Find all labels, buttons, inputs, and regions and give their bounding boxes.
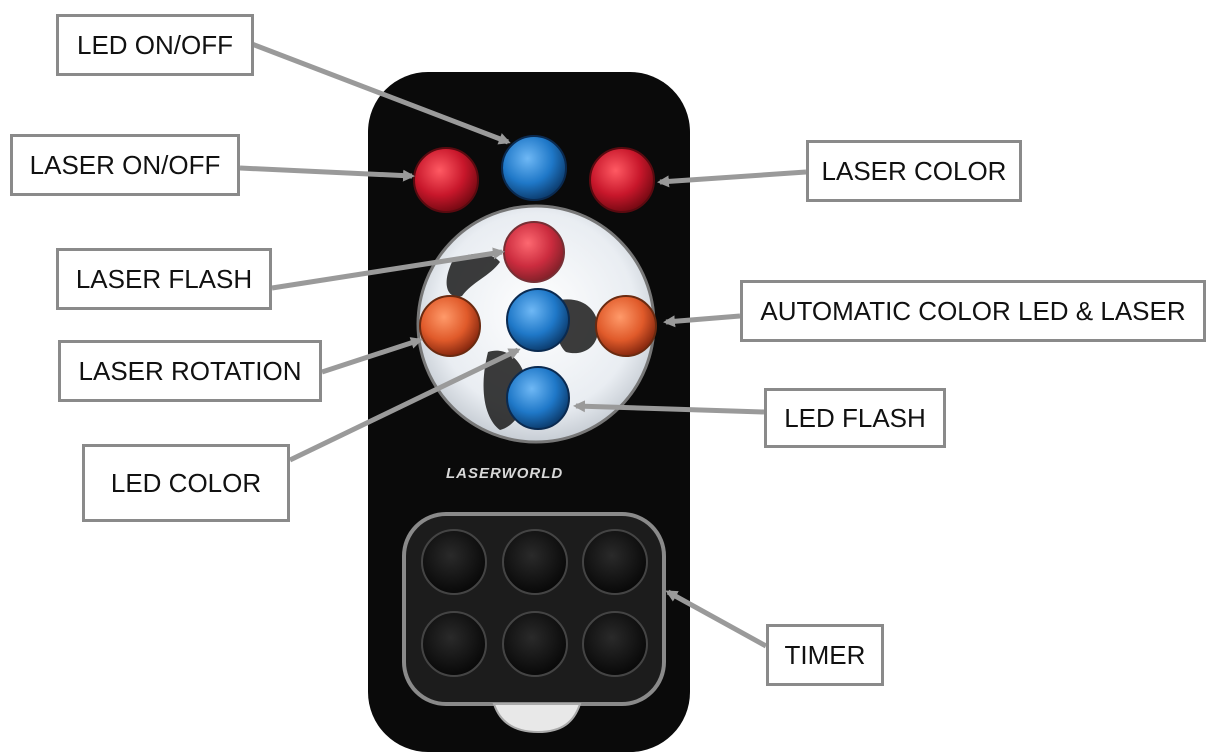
label-laser-rotation-text: LASER ROTATION	[78, 355, 302, 386]
label-laser-color: LASER COLOR	[806, 140, 1022, 202]
label-laser-on-off-text: LASER ON/OFF	[29, 149, 221, 180]
laser-rotation-button[interactable]	[419, 295, 481, 357]
label-timer-text: TIMER	[784, 639, 866, 670]
led-on-off-button[interactable]	[501, 135, 567, 201]
arrow-auto-color	[663, 313, 741, 328]
timer-button[interactable]	[582, 611, 648, 677]
laser-color-button[interactable]	[589, 147, 655, 213]
laser-on-off-button[interactable]	[413, 147, 479, 213]
label-led-flash: LED FLASH	[764, 388, 946, 448]
arrow-led-color	[288, 347, 521, 463]
arrow-laser-color	[657, 169, 807, 188]
brand-logo: LASERWORLD	[446, 465, 563, 482]
label-laser-rotation: LASER ROTATION	[58, 340, 322, 402]
label-led-flash-text: LED FLASH	[784, 402, 926, 433]
timer-button[interactable]	[421, 529, 487, 595]
label-led-color: LED COLOR	[82, 444, 290, 522]
arrow-led-flash	[573, 400, 765, 415]
callout-arrows	[239, 41, 807, 649]
label-led-color-text: LED COLOR	[110, 467, 262, 498]
timer-button[interactable]	[582, 529, 648, 595]
label-auto-color: AUTOMATIC COLOR LED & LASER	[740, 280, 1206, 342]
arrow-laser-flash	[271, 247, 505, 291]
laser-flash-button[interactable]	[503, 221, 565, 283]
auto-color-button[interactable]	[595, 295, 657, 357]
arrow-led-on-off	[251, 41, 511, 145]
label-laser-flash-text: LASER FLASH	[75, 263, 253, 294]
timer-button[interactable]	[502, 529, 568, 595]
label-led-on-off-text: LED ON/OFF	[76, 29, 233, 60]
globe-map-shape	[446, 253, 599, 430]
label-auto-color-text: AUTOMATIC COLOR LED & LASER	[760, 295, 1186, 326]
label-laser-on-off: LASER ON/OFF	[10, 134, 240, 196]
led-flash-button[interactable]	[506, 366, 570, 430]
battery-tab	[492, 703, 582, 734]
arrow-laser-on-off	[239, 165, 415, 182]
timer-button[interactable]	[421, 611, 487, 677]
led-color-button[interactable]	[506, 288, 570, 352]
label-laser-color-text: LASER COLOR	[821, 155, 1007, 186]
arrow-laser-rotation	[321, 337, 423, 375]
label-laser-flash: LASER FLASH	[56, 248, 272, 310]
label-timer: TIMER	[766, 624, 884, 686]
label-led-on-off: LED ON/OFF	[56, 14, 254, 76]
timer-button[interactable]	[502, 611, 568, 677]
timer-buttons	[421, 529, 648, 677]
arrow-timer	[665, 589, 768, 649]
